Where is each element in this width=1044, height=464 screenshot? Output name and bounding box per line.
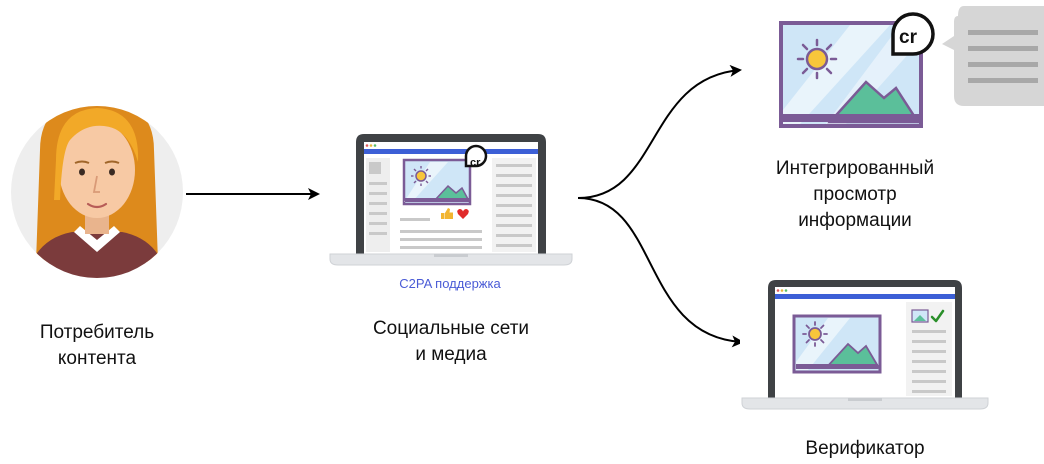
image-icon — [402, 158, 472, 206]
consumer-label-line2: контента — [57, 348, 137, 369]
checkmark-icon — [930, 309, 945, 323]
integrated-view-label-line3: информации — [798, 210, 912, 231]
social-media-label: Социальные сети и медиа — [336, 316, 566, 368]
social-media-laptop: cr — [328, 130, 574, 266]
svg-text:cr: cr — [899, 27, 918, 48]
consumer-label: Потребитель контента — [0, 320, 194, 372]
heart-icon — [457, 209, 469, 219]
verifier-laptop — [740, 276, 990, 410]
social-media-label-line1: Социальные сети — [372, 318, 530, 339]
like-icon — [441, 208, 453, 219]
consumer-avatar-icon — [11, 106, 183, 278]
arrow-social-to-verifier — [577, 197, 744, 348]
svg-text:cr: cr — [470, 157, 481, 169]
c2pa-support-label: C2PA поддержка — [399, 276, 501, 291]
integrated-view-label-line2: просмотр — [813, 184, 897, 205]
cr-badge-icon: cr — [464, 144, 488, 169]
integrated-view-label-line1: Интегрированный — [775, 158, 935, 179]
arrow-social-to-integrated — [577, 64, 742, 199]
verifier-label: Верификатор — [805, 438, 925, 459]
speech-bubble-icon — [942, 6, 1044, 106]
cr-badge-large-icon: cr — [891, 12, 935, 56]
consumer-label-line1: Потребитель — [39, 322, 155, 343]
integrated-view-label: Интегрированный просмотр информации — [740, 156, 970, 234]
social-media-label-line2: и медиа — [415, 344, 487, 365]
